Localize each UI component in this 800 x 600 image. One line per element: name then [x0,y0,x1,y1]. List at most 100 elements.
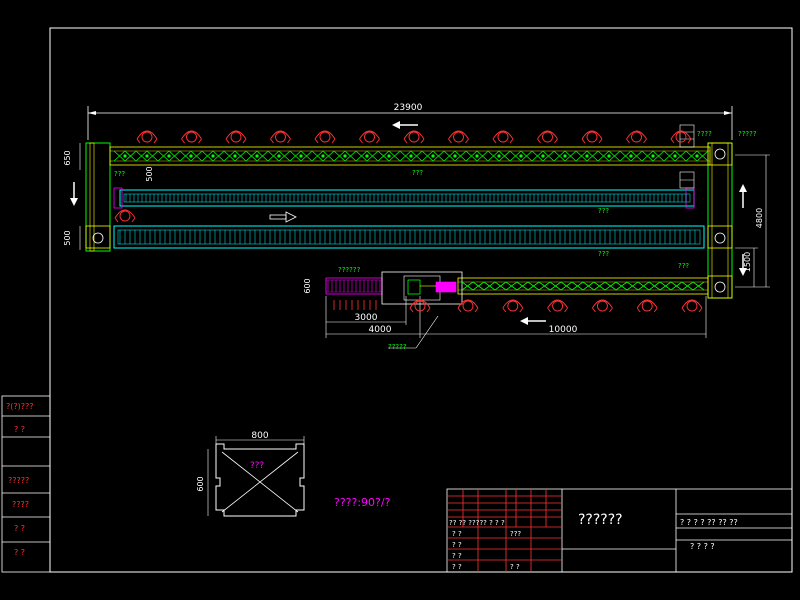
workstation [507,300,519,312]
chain-link [531,150,555,162]
middle-belt-conveyor [113,225,705,249]
workstation-arms [403,130,425,140]
left-end-frame [79,142,111,252]
title-right-values: ? ? ? ? [690,542,715,551]
chain-link [135,150,159,162]
chain-link [615,281,639,291]
workstation [596,300,608,312]
title-left-row-a: ? ? [452,552,462,560]
workstation-hand [598,138,603,144]
chain-pin [343,154,347,158]
chain-pin [475,154,479,158]
right-dimension-lines [735,154,770,288]
workstation [408,131,420,143]
workstation [631,131,642,143]
workstation-hand [581,138,586,144]
label-mid-belt-right: ??? [598,250,609,258]
drawing-frame [49,27,793,573]
workstation-hand [492,138,497,144]
chain-link [179,150,203,162]
workstation [675,131,687,143]
workstation-hand [448,138,452,144]
dim-seg-4000: 4000 [369,325,392,335]
title-left-row-b: ??? [510,530,521,538]
workstation-hand [465,138,469,144]
chain-link [597,150,621,162]
label-top-right-note: ????? [738,130,757,138]
label-upper-chain-center: ??? [412,169,423,177]
chain-link [483,281,507,291]
label-upper-belt-right: ??? [598,207,609,215]
workstation-hand [554,138,558,144]
loading-mark [369,300,377,310]
workstation-hand [653,307,658,313]
workstation-arms [636,299,658,309]
pallet-detail [207,436,305,517]
dim-right-lower: 1500 [743,252,752,272]
chain-pin [431,154,435,158]
chain-pin [321,154,325,158]
chain-pin [167,154,171,158]
chain-pin [497,154,501,158]
chain-link [659,281,683,291]
chain-link [685,150,709,162]
chain-link [377,150,401,162]
workstation-arms [547,299,568,309]
chain-pin [651,154,655,158]
left-table-cell: ? ? [14,548,25,557]
workstation-hand [359,138,363,144]
dim-seg-3000: 3000 [355,313,378,323]
scale-note: ????:90?/? [334,496,391,509]
workstation-arms [270,130,291,140]
workstation-hand [474,307,479,313]
chain-link [399,150,423,162]
chain-link [355,150,379,162]
left-table-cell: ? ? [14,425,25,434]
workstation-hand [242,138,247,144]
chain-link [553,150,577,162]
workstation-arms [225,130,247,140]
direction-arrow-top [392,121,418,129]
workstation-arms [502,299,524,309]
workstation-hand [287,138,291,144]
workstation [119,210,131,222]
chain-link [113,150,137,162]
workstation-arms [409,299,431,309]
workstation-hand [457,307,462,313]
workstation [462,300,474,312]
pallet-height-label: 600 [196,476,205,491]
workstation-arms [670,130,692,140]
chain-link [267,150,291,162]
chain-link [505,281,529,291]
workstation-hand [643,138,647,144]
workstation [552,300,564,312]
left-side-table [1,395,51,573]
chain-link [157,150,181,162]
loading-mark [333,300,341,310]
title-left-row-b: ? ? [510,563,520,571]
workstation [186,131,197,143]
chain-link [461,281,485,291]
upper-belt-conveyor [113,187,695,209]
workstation-hand [420,138,425,144]
chain-link [223,150,247,162]
chain-link [663,150,687,162]
workstation-hand [687,138,692,144]
workstation-arms [581,130,603,140]
loading-mark [357,300,365,310]
left-table-cell: ?(?)??? [6,402,33,411]
chain-pin [123,154,127,158]
workstation-hand [537,138,541,144]
workstation [364,131,375,143]
chain-link [421,150,445,162]
chain-link [201,150,225,162]
workstation-hand [502,307,507,313]
workstation [230,131,242,143]
workstation-arms [537,130,558,140]
direction-arrow-left [70,182,78,206]
workstation [497,131,509,143]
chain-link [571,281,595,291]
workstation-arms [448,130,469,140]
dim-bottom-height: 600 [303,278,312,293]
chain-link [549,281,573,291]
